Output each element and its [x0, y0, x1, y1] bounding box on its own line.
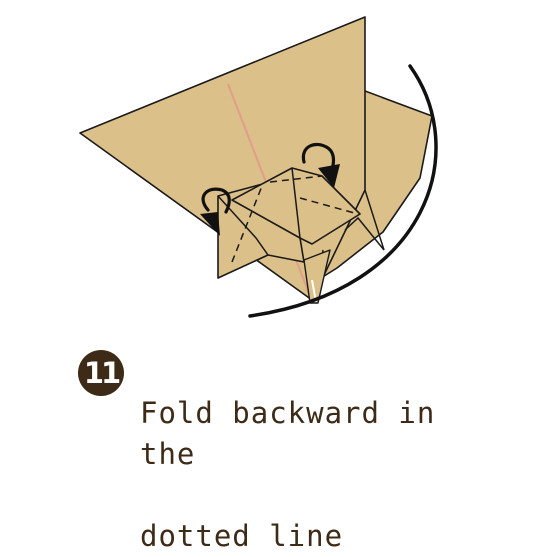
left-flap-inner-edge — [217, 195, 269, 256]
instruction-line-1: Fold backward in the — [140, 396, 436, 471]
dotted-fold-line-top — [269, 175, 323, 183]
curved-arrow-icon — [301, 142, 340, 188]
outer-fold-arc — [248, 64, 438, 318]
right-flap-inner-edge — [291, 167, 301, 239]
dotted-fold-line-right — [299, 197, 359, 215]
step-number-badge: 11 — [78, 350, 124, 396]
instruction-line-2: dotted line — [140, 519, 344, 553]
instruction-text: Fold backward in the dotted line — [140, 352, 500, 557]
curved-arrow-icon — [200, 187, 231, 236]
dotted-fold-line-left — [231, 185, 263, 263]
lower-point — [303, 249, 331, 304]
origami-diagram — [79, 16, 438, 318]
right-flap-edge — [344, 189, 385, 251]
